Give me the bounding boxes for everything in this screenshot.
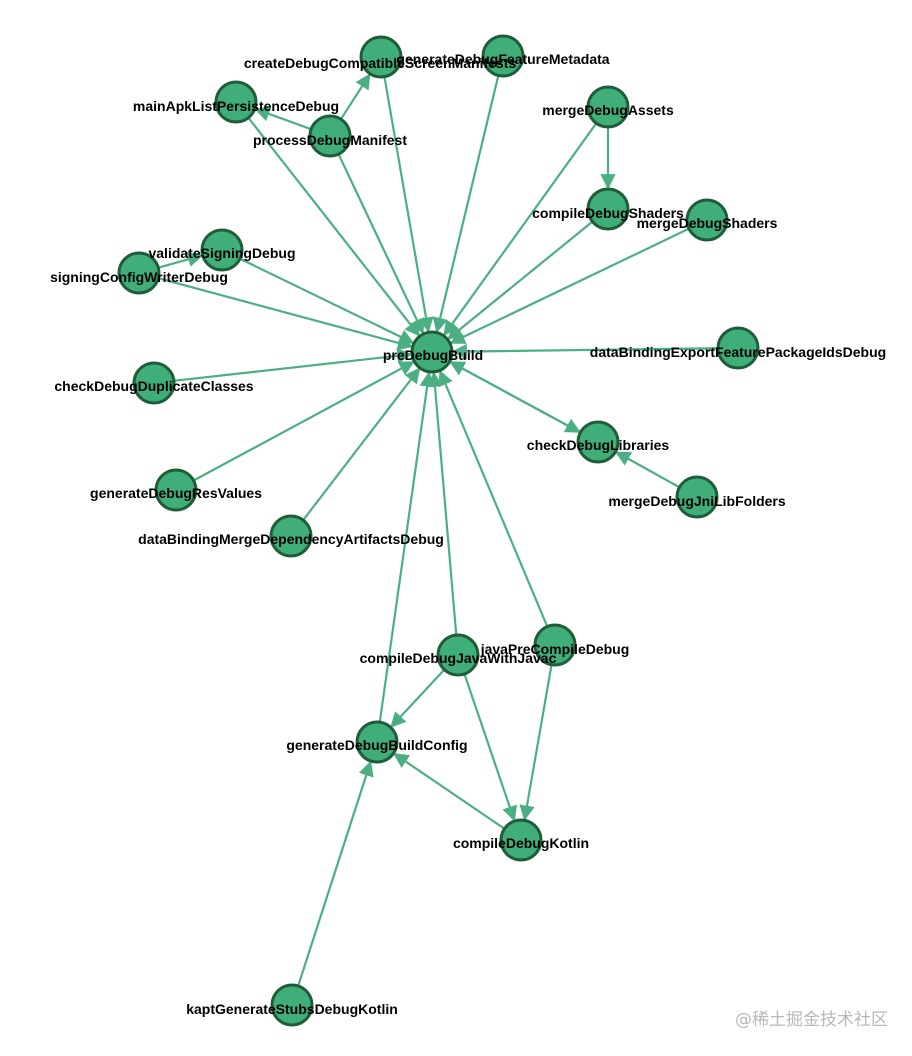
node-label-mergeDebugShaders: mergeDebugShaders <box>637 215 778 231</box>
edge-mergeDebugAssets-to-preDebugBuild <box>443 122 598 337</box>
node-compileDebugJavaWithJavac[interactable] <box>436 633 480 677</box>
edge-validateSigningDebug-to-preDebugBuild <box>239 257 415 344</box>
edge-mergeDebugJniLibFolders-to-checkDebugLibraries <box>615 451 681 489</box>
node-circle[interactable] <box>586 85 630 129</box>
node-compileDebugShaders[interactable] <box>586 187 630 231</box>
edge-processDebugManifest-to-preDebugBuild <box>337 153 425 335</box>
edge-mainApkListPersistenceDebug-to-preDebugBuild <box>247 117 420 337</box>
node-circle[interactable] <box>355 720 399 764</box>
edge-compileDebugJavaWithJavac-to-generateDebugBuildConfig <box>390 668 446 728</box>
node-checkDebugLibraries[interactable] <box>576 420 620 464</box>
node-label-preDebugBuild: preDebugBuild <box>383 347 483 363</box>
node-circle[interactable] <box>214 80 258 124</box>
node-label-checkDebugLibraries: checkDebugLibraries <box>527 437 670 453</box>
edge-preDebugBuild-to-checkDebugLibraries <box>449 360 581 433</box>
edge-mergeDebugShaders-to-preDebugBuild <box>449 227 690 344</box>
node-circle[interactable] <box>586 187 630 231</box>
node-circle[interactable] <box>533 623 577 667</box>
node-label-processDebugManifest: processDebugManifest <box>253 132 407 148</box>
node-label-validateSigningDebug: validateSigningDebug <box>148 245 295 261</box>
node-processDebugManifest[interactable] <box>308 114 352 158</box>
node-label-mergeDebugJniLibFolders: mergeDebugJniLibFolders <box>608 493 786 509</box>
node-label-mergeDebugAssets: mergeDebugAssets <box>542 102 674 118</box>
edge-javaPreCompileDebug-to-preDebugBuild <box>438 369 549 627</box>
node-circle[interactable] <box>499 818 543 862</box>
edge-compileDebugShaders-to-preDebugBuild <box>447 220 594 340</box>
node-label-dataBindingMergeDependencyArtifactsDebug: dataBindingMergeDependencyArtifactsDebug <box>138 531 444 547</box>
edge-kaptGenerateStubsDebugKotlin-to-generateDebugBuildConfig <box>297 760 374 987</box>
node-circle[interactable] <box>270 983 314 1027</box>
edges-layer <box>157 73 719 987</box>
edge-compileDebugJavaWithJavac-to-preDebugBuild <box>427 371 458 636</box>
nodes-layer: preDebugBuild createDebugCompatibleScreen… <box>50 34 886 1027</box>
node-circle[interactable] <box>576 420 620 464</box>
edge-processDebugManifest-to-mainApkListPersistenceDebug <box>254 106 312 131</box>
node-label-compileDebugKotlin: compileDebugKotlin <box>453 835 589 851</box>
node-label-createDebugCompatibleScreenManifests: createDebugCompatibleScreenManifests <box>244 55 517 71</box>
edge-generateDebugBuildConfig-to-preDebugBuild <box>378 371 435 723</box>
node-circle[interactable] <box>675 475 719 519</box>
node-circle[interactable] <box>436 633 480 677</box>
node-label-mainApkListPersistenceDebug: mainApkListPersistenceDebug <box>133 98 339 114</box>
node-checkDebugDuplicateClasses[interactable] <box>132 361 176 405</box>
node-label-javaPreCompileDebug: javaPreCompileDebug <box>480 641 630 657</box>
edge-dataBindingExportFeaturePackageIdsDebug-to-preDebugBuild <box>451 343 719 360</box>
node-label-compileDebugShaders: compileDebugShaders <box>532 205 684 221</box>
node-mergeDebugJniLibFolders[interactable] <box>675 475 719 519</box>
node-label-signingConfigWriterDebug: signingConfigWriterDebug <box>50 269 228 285</box>
node-signingConfigWriterDebug[interactable] <box>117 251 161 295</box>
node-circle[interactable] <box>685 198 729 242</box>
node-preDebugBuild[interactable] <box>410 330 454 374</box>
edge-createDebugCompatibleScreenManifests-to-preDebugBuild <box>383 76 434 333</box>
node-label-generateDebugResValues: generateDebugResValues <box>90 485 262 501</box>
node-generateDebugResValues[interactable] <box>154 468 198 512</box>
edge-dataBindingMergeDependencyArtifactsDebug-to-preDebugBuild <box>302 367 421 521</box>
node-circle[interactable] <box>359 35 403 79</box>
node-generateDebugFeatureMetadata[interactable] <box>481 34 525 78</box>
node-label-generateDebugBuildConfig: generateDebugBuildConfig <box>286 737 467 753</box>
node-label-generateDebugFeatureMetadata: generateDebugFeatureMetadata <box>396 51 609 67</box>
node-circle[interactable] <box>716 326 760 370</box>
node-compileDebugKotlin[interactable] <box>499 818 543 862</box>
node-circle[interactable] <box>481 34 525 78</box>
node-createDebugCompatibleScreenManifests[interactable] <box>359 35 403 79</box>
edge-signingConfigWriterDebug-to-preDebugBuild <box>158 277 414 351</box>
edge-compileDebugKotlin-to-generateDebugBuildConfig <box>393 752 506 830</box>
node-circle[interactable] <box>117 251 161 295</box>
node-generateDebugBuildConfig[interactable] <box>355 720 399 764</box>
edge-generateDebugResValues-to-preDebugBuild <box>193 360 415 482</box>
node-label-compileDebugJavaWithJavac: compileDebugJavaWithJavac <box>360 650 557 666</box>
edge-generateDebugFeatureMetadata-to-preDebugBuild <box>432 75 500 334</box>
node-circle[interactable] <box>269 514 313 558</box>
node-circle[interactable] <box>154 468 198 512</box>
edge-compileDebugJavaWithJavac-to-compileDebugKotlin <box>463 673 518 822</box>
node-circle[interactable] <box>132 361 176 405</box>
edge-javaPreCompileDebug-to-compileDebugKotlin <box>519 664 553 821</box>
edge-processDebugManifest-to-createDebugCompatibleScreenManifests <box>339 73 371 120</box>
node-javaPreCompileDebug[interactable] <box>533 623 577 667</box>
node-mergeDebugAssets[interactable] <box>586 85 630 129</box>
node-dataBindingExportFeaturePackageIdsDebug[interactable] <box>716 326 760 370</box>
node-mainApkListPersistenceDebug[interactable] <box>214 80 258 124</box>
node-circle[interactable] <box>200 228 244 272</box>
node-kaptGenerateStubsDebugKotlin[interactable] <box>270 983 314 1027</box>
node-dataBindingMergeDependencyArtifactsDebug[interactable] <box>269 514 313 558</box>
node-label-dataBindingExportFeaturePackageIdsDebug: dataBindingExportFeaturePackageIdsDebug <box>590 344 886 360</box>
watermark: @稀土掘金技术社区 <box>735 1010 888 1030</box>
node-validateSigningDebug[interactable] <box>200 228 244 272</box>
node-mergeDebugShaders[interactable] <box>685 198 729 242</box>
node-circle[interactable] <box>308 114 352 158</box>
edge-signingConfigWriterDebug-to-validateSigningDebug <box>157 251 204 269</box>
edge-checkDebugDuplicateClasses-to-preDebugBuild <box>173 348 413 382</box>
node-label-kaptGenerateStubsDebugKotlin: kaptGenerateStubsDebugKotlin <box>186 1001 398 1017</box>
node-circle[interactable] <box>410 330 454 374</box>
node-label-checkDebugDuplicateClasses: checkDebugDuplicateClasses <box>54 378 253 394</box>
